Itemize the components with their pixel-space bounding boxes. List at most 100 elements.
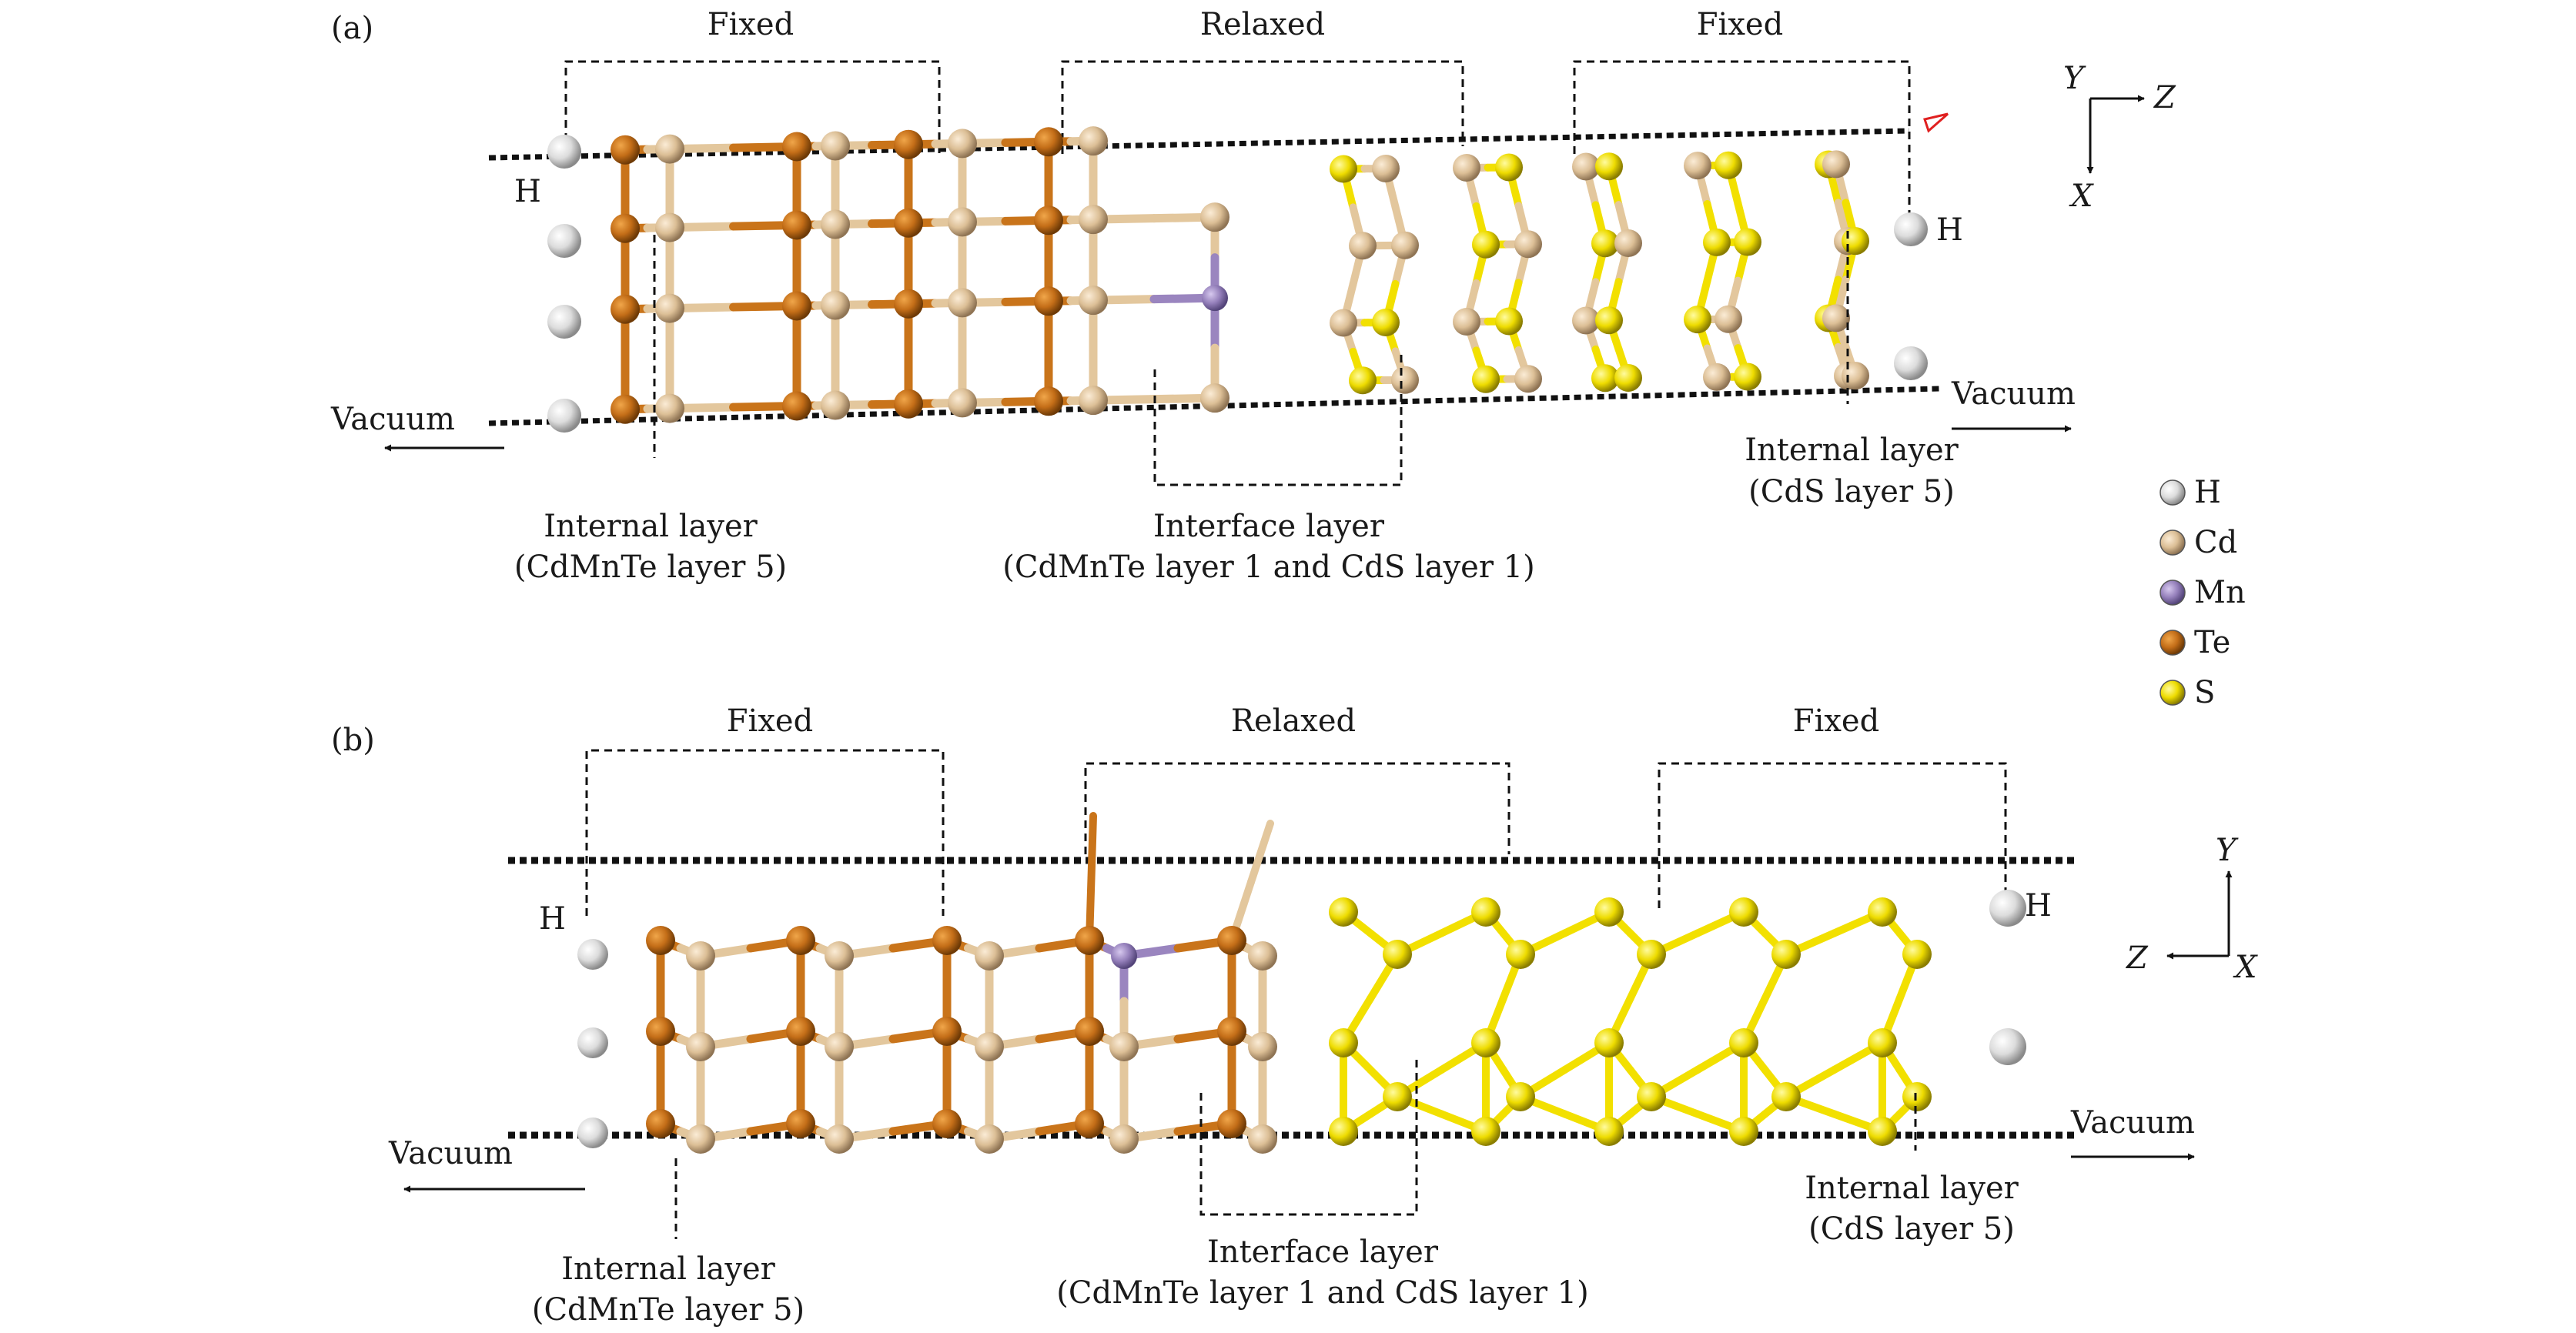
legend-swatch <box>2159 530 2186 556</box>
atom-te <box>894 389 923 419</box>
atom-h <box>547 399 581 433</box>
atom-cd <box>948 388 977 418</box>
panel-a-interface-line2: (CdMnTe layer 1 and CdS layer 1) <box>1002 550 1534 585</box>
atom-cd <box>1572 152 1600 181</box>
atom-s <box>1472 365 1500 393</box>
atom-cd <box>1330 309 1357 337</box>
atom-cd <box>1842 362 1869 390</box>
atom-s <box>1471 1117 1500 1146</box>
atom-cd <box>1572 306 1600 335</box>
atom-cd <box>1453 153 1480 182</box>
panel-b-interface-line1: Interface layer <box>1207 1234 1439 1270</box>
panel-b-interface-bracket <box>1199 1054 1418 1216</box>
atom-cd <box>821 290 850 320</box>
atom-cd <box>1391 231 1419 259</box>
atom-te <box>646 1017 675 1046</box>
atom-te <box>611 135 640 165</box>
panel-a-axis-x-label: X <box>2069 179 2094 214</box>
atom-cd <box>825 941 854 971</box>
atom-h <box>577 939 608 970</box>
panel-b-relaxed-label: Relaxed <box>1231 703 1356 739</box>
atom-cd <box>821 209 850 239</box>
panel-a-right-internal-line2: (CdS layer 5) <box>1748 474 1955 509</box>
legend-label: Cd <box>2194 525 2237 560</box>
atom-te <box>932 1109 962 1138</box>
panel-a-left-internal-line1: Internal layer <box>544 509 758 544</box>
atom-cd <box>655 393 684 423</box>
atom-te <box>611 213 640 243</box>
atom-te <box>932 1017 962 1046</box>
atom-cd <box>1200 383 1229 413</box>
atom-cd <box>975 1032 1004 1061</box>
panel-b-interface-line2: (CdMnTe layer 1 and CdS layer 1) <box>1056 1275 1588 1311</box>
atom-cd <box>975 941 1004 971</box>
panel-b-left-internal-line2: (CdMnTe layer 5) <box>532 1292 805 1328</box>
panel-a-region-brackets <box>564 60 1911 231</box>
panel-a-h-right-label: H <box>1936 212 1963 248</box>
atom-cd <box>825 1124 854 1154</box>
panel-b-h-right-label: H <box>2025 888 2052 924</box>
atom-cd <box>825 1032 854 1061</box>
atom-s <box>1614 363 1642 392</box>
atom-s <box>1383 1082 1412 1111</box>
atom-cd <box>1391 366 1419 394</box>
legend-label: Te <box>2194 625 2230 660</box>
atom-s <box>1506 1082 1535 1111</box>
panel-b-label: (b) <box>331 723 375 758</box>
atom-h <box>577 1118 608 1148</box>
atom-te <box>611 394 640 424</box>
panel-b: (b) Fixed Relaxed Fixed H H Vacuum Vacuu… <box>331 703 2258 1328</box>
panel-a-label: (a) <box>331 11 373 46</box>
atom-cd <box>1703 362 1731 391</box>
atom-te <box>646 1109 675 1138</box>
atom-s <box>1637 940 1666 969</box>
atom-te <box>782 210 811 240</box>
atom-cd <box>948 207 977 237</box>
atom-s <box>1591 364 1619 393</box>
atom-h <box>1989 1028 2026 1065</box>
panel-b-axis-y-label: Y <box>2216 833 2239 868</box>
atom-cd <box>1684 152 1711 180</box>
atom-s <box>1771 1082 1801 1111</box>
atom-s <box>1383 940 1412 969</box>
atom-s <box>1902 1082 1932 1111</box>
atom-te <box>1075 926 1104 955</box>
atom-s <box>1868 1117 1897 1146</box>
panel-b-atoms <box>577 812 2026 1154</box>
panel-a-axis-y-label: Y <box>2063 61 2086 96</box>
atom-cd <box>1822 304 1850 332</box>
atom-te <box>1075 1109 1104 1138</box>
panel-b-right-internal-line2: (CdS layer 5) <box>1808 1211 2015 1247</box>
atom-s <box>1729 897 1758 927</box>
atom-te <box>932 926 962 955</box>
legend-swatch <box>2159 680 2186 706</box>
panel-a-atoms <box>547 126 1928 433</box>
panel-b-axis-z-label: Z <box>2125 940 2149 976</box>
panel-a-left-internal-line2: (CdMnTe layer 5) <box>514 550 787 585</box>
atom-te <box>1034 386 1063 416</box>
panel-b-right-internal-line1: Internal layer <box>1805 1171 2019 1206</box>
panel-a-interface-bracket <box>1153 350 1403 486</box>
atom-cd <box>655 293 684 323</box>
panel-b-fixed-left-bracket <box>585 749 945 916</box>
atom-s <box>1472 230 1500 259</box>
atom-te <box>894 289 923 319</box>
panel-a-h-left-label: H <box>514 174 541 209</box>
atom-cd <box>1248 941 1277 971</box>
atom-s <box>1471 1028 1500 1057</box>
atom-te <box>786 926 815 955</box>
legend-label: Mn <box>2194 575 2246 610</box>
legend-item-mn: Mn <box>2159 575 2246 610</box>
atom-s <box>1329 897 1358 927</box>
atom-s <box>1595 306 1623 335</box>
panel-a-top-boundary <box>488 128 1910 161</box>
atom-s <box>1594 1117 1624 1146</box>
atom-cd <box>1079 205 1108 235</box>
atom-cd <box>1109 1124 1139 1154</box>
panel-b-relaxed-bracket <box>1084 762 1510 854</box>
panel-b-axes: Y Z X <box>2125 833 2258 985</box>
atom-cd <box>975 1124 1004 1154</box>
atom-mn <box>1202 285 1228 312</box>
atom-cd <box>1079 386 1108 416</box>
